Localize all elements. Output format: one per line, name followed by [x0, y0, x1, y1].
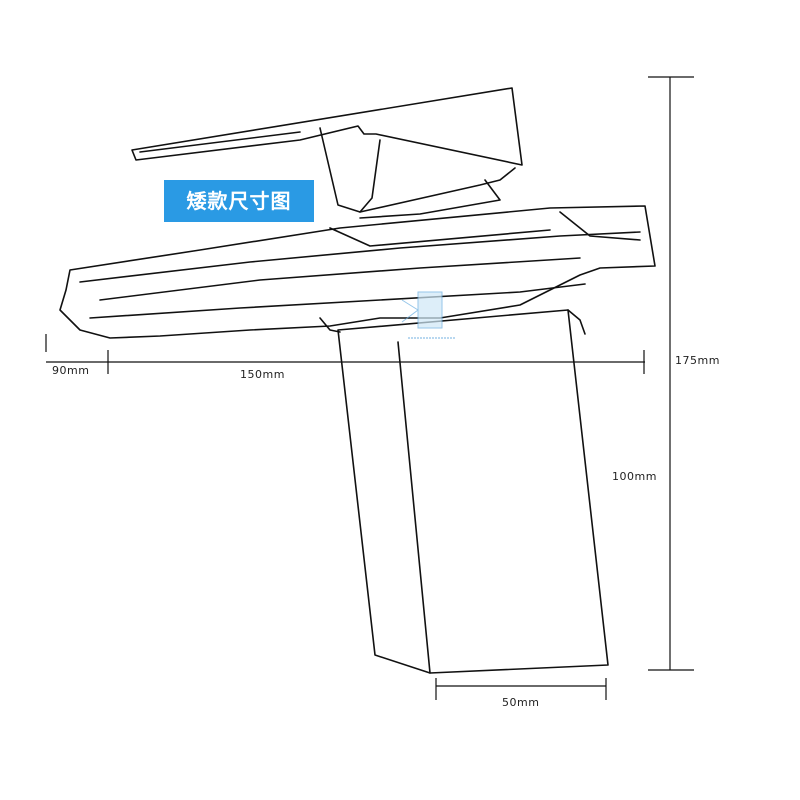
title-badge: 矮款尺寸图 — [164, 180, 314, 222]
dim-label-total-height: 175mm — [675, 354, 720, 367]
spout — [59, 205, 656, 339]
dim-label-spout-length: 150mm — [240, 368, 285, 381]
watermark-logo — [401, 291, 456, 339]
dimension-lines — [45, 76, 694, 700]
dim-label-body-width: 50mm — [502, 696, 540, 709]
handle-lever — [131, 87, 523, 219]
dim-label-depth: 90mm — [52, 364, 90, 377]
dim-label-body-height: 100mm — [612, 470, 657, 483]
faucet-body — [337, 309, 609, 674]
